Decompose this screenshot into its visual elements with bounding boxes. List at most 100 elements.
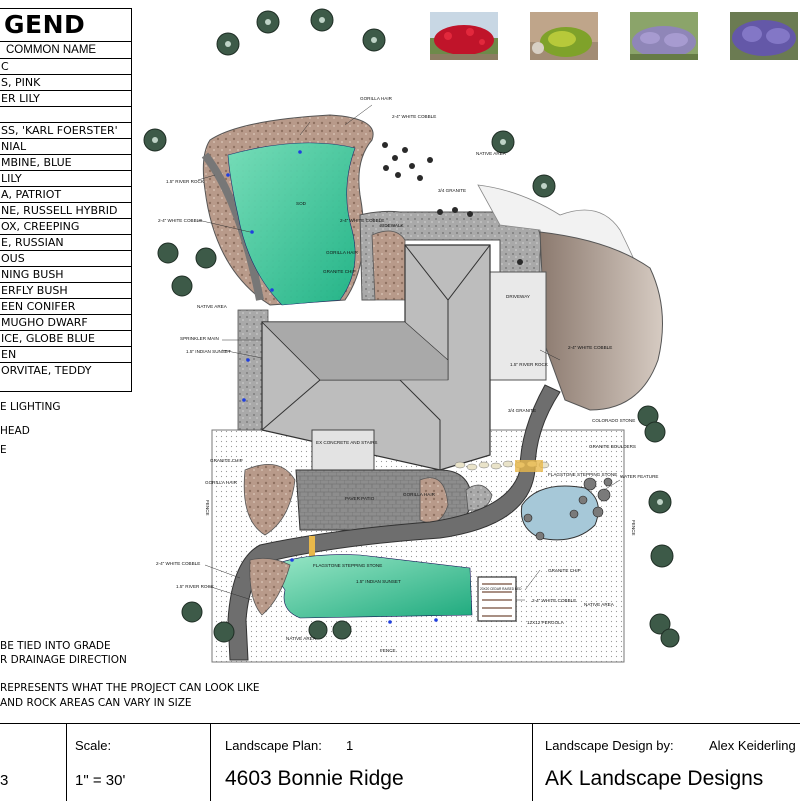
boulders [523, 477, 613, 541]
label-sidewalk: SIDEWALK [380, 223, 405, 228]
label-concrete-stairs: EX CONCRETE AND STAIRS [316, 440, 377, 445]
label-white-cobble-bl: 2-4" WHITE COBBLE [156, 561, 200, 566]
title-block: 3 Scale: 1" = 30' Landscape Plan: 1 4603… [0, 723, 800, 801]
lavender-bush-photo [630, 12, 698, 60]
note-drainage: R DRAINAGE DIRECTION [0, 654, 127, 666]
sheet-cell: 3 [0, 724, 66, 801]
scale-value: 1" = 30' [75, 772, 126, 789]
mulch-bed-left [243, 463, 296, 536]
label-white-cobble-br: 2-4" WHITE COBBLE [532, 598, 576, 603]
note-lighting: E LIGHTING [0, 401, 61, 413]
sheet-number: 3 [0, 772, 9, 789]
label-white-cobble-top: 2-4" WHITE COBBLE [392, 114, 436, 119]
legend-row: ICE, GLOBE BLUE [0, 331, 131, 347]
legend-row: EN [0, 347, 131, 363]
designer-label: Landscape Design by: [545, 738, 674, 753]
label-granite-34: 3/4 GRANITE [438, 188, 466, 193]
label-granite-chip-left: GRANITE CHIP [210, 458, 243, 463]
scale-label: Scale: [75, 738, 112, 753]
plan-cell: Landscape Plan: 1 4603 Bonnie Ridge [210, 724, 533, 801]
label-native-area-bl: NATIVE AREA [286, 636, 317, 641]
legend-row: OX, CREEPING [0, 219, 131, 235]
note-head: HEAD [0, 425, 30, 437]
label-pergola: 12X12 PERGOLA [527, 620, 565, 625]
label-river-rock-bl: 1.5" RIVER ROCK [176, 584, 215, 589]
legend-row: NE, RUSSELL HYBRID [0, 203, 131, 219]
note-disclaimer-2: AND ROCK AREAS CAN VARY IN SIZE [0, 697, 192, 709]
label-white-cobble-left: 2-4" WHITE COBBLE [158, 218, 202, 223]
gray-path [227, 384, 561, 661]
label-sod: SOD [296, 201, 307, 206]
label-granite-boulders: GRANITE BOULDERS [589, 444, 636, 449]
label-granite-chip-mid: GRANITE CHIP [323, 269, 356, 274]
concrete-stairs [311, 429, 375, 473]
label-water-feature: WATER FEATURE [620, 474, 658, 479]
planting-bed-entry [371, 230, 406, 301]
river-rock-edge [201, 152, 264, 301]
label-gorilla-hair-top: GORILLA HAIR [360, 96, 393, 101]
legend-row: C [0, 59, 131, 75]
legend-row: NIAL [0, 139, 131, 155]
yellow-step [515, 460, 543, 472]
legend-header: COMMON NAME [0, 42, 131, 59]
legend-row: NING BUSH [0, 267, 131, 283]
scale-cell: Scale: 1" = 30' [66, 724, 211, 801]
label-paver-patio: PAVER PATIO [345, 496, 375, 501]
label-fence-bottom: FENCE [380, 648, 396, 653]
shrub-red-roses-photo [430, 12, 498, 60]
driveway [489, 271, 547, 381]
plan-number: 1 [346, 738, 354, 753]
label-river-rock-right: 1.5" RIVER ROCK [510, 362, 549, 367]
project-address: 4603 Bonnie Ridge [225, 767, 404, 790]
legend-row: ERFLY BUSH [0, 283, 131, 299]
note-grade: BE TIED INTO GRADE [0, 640, 111, 652]
lighting-dots [226, 150, 438, 624]
note-disclaimer-1: REPRESENTS WHAT THE PROJECT CAN LOOK LIK… [0, 682, 260, 694]
legend-row: OUS [0, 251, 131, 267]
shrubs [382, 142, 523, 265]
site-plan: GORILLA HAIR 2-4" WHITE COBBLE NATIVE AR… [143, 8, 680, 663]
label-raised-bed: 20X20 CEDAR RAISED BED [480, 587, 522, 591]
note-e: E [0, 444, 7, 456]
label-fence-right: FENCE [631, 520, 636, 536]
label-colorado-stone: COLORADO STONE [592, 418, 635, 423]
label-fence-left: FENCE [205, 500, 210, 516]
rock-bed-center [465, 484, 493, 511]
legend-row: ORVITAE, TEDDY [1, 364, 92, 377]
label-native-area-top: NATIVE AREA [476, 151, 507, 156]
legend-row: MBINE, BLUE [0, 155, 131, 171]
legend-row: A, PATRIOT [0, 187, 131, 203]
label-native-area-left: NATIVE AREA [197, 304, 228, 309]
legend-row: LILY [0, 171, 131, 187]
legend-row [0, 107, 131, 123]
label-native-area-br: NATIVE AREA [584, 602, 615, 607]
legend-row: S, PINK [0, 75, 131, 91]
label-white-cobble-mid: 2-4" WHITE COBBLE [340, 218, 384, 223]
legend-row: E, RUSSIAN [0, 235, 131, 251]
shrub-yellow-green-photo [530, 12, 598, 60]
legend-row: EEN CONIFER [0, 299, 131, 315]
label-sprinkler-main: SPRINKLER MAIN [180, 336, 219, 341]
label-driveway: DRIVEWAY [506, 294, 530, 299]
plan-label: Landscape Plan: [225, 738, 322, 753]
label-white-cobble-right: 2-4" WHITE COBBLE [568, 345, 612, 350]
legend-row: MUGHO DWARF [0, 315, 131, 331]
water-feature [520, 485, 599, 541]
label-granite-chip-right: GRANITE CHIP [548, 568, 581, 573]
label-indian-sunset-bottom: 1.5" INDIAN SUNSET [356, 579, 401, 584]
company-name: AK Landscape Designs [545, 767, 764, 790]
legend-row: SS, 'KARL FOERSTER' [0, 123, 131, 139]
label-gorilla-hair-left: GORILLA HAIR [205, 480, 238, 485]
label-river-rock-top: 1.5" RIVER ROCK [166, 179, 205, 184]
mulch-bed-bottom [249, 557, 291, 616]
label-gorilla-hair-center: GORILLA HAIR [403, 492, 436, 497]
label-gorilla-hair-mid: GORILLA HAIR [326, 250, 359, 255]
label-stepping-stone: FLAGSTONE STEPPING STONE [313, 563, 382, 568]
label-indian-sunset: 1.5" INDIAN SUNSET [186, 349, 231, 354]
designer-name: Alex Keiderling [709, 738, 796, 753]
legend-row: ER LILY [0, 91, 131, 107]
label-flagstone: FLAGSTONE STEPPING STONE [548, 472, 617, 477]
designer-cell: Landscape Design by: Alex Keiderling AK … [532, 724, 800, 801]
